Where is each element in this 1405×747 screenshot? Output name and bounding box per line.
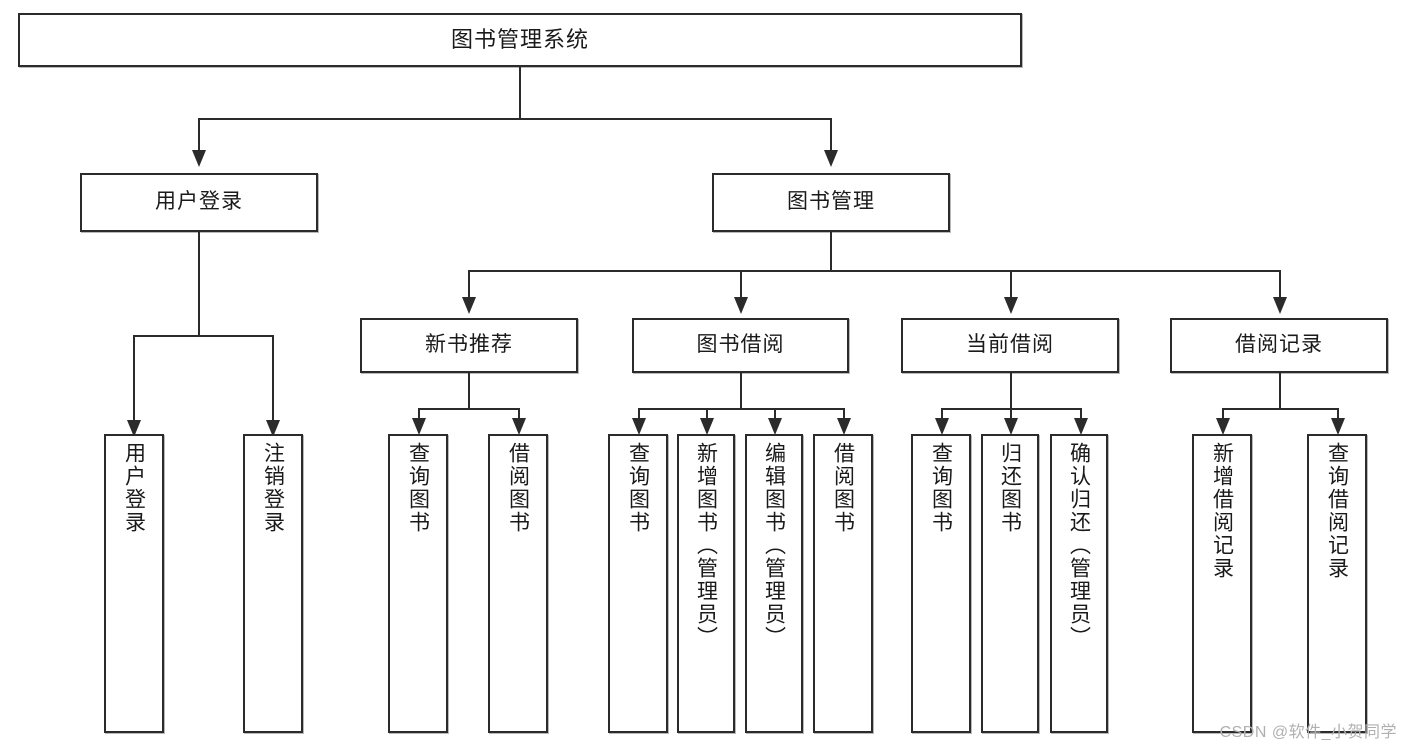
leaf-query-borrow-record[interactable]: 查询借阅记录: [1307, 434, 1367, 733]
connector-user-login-child-2: [272, 335, 274, 423]
arrow-to-leaf-query-book-a: [412, 418, 426, 435]
leaf-add-book[interactable]: 新增图书（管理员）: [677, 434, 735, 733]
connector-borrow-record-stem: [1279, 373, 1281, 409]
connector-book-manage-bus: [468, 270, 1279, 272]
connector-borrow-record-child-1: [1222, 408, 1224, 420]
connector-new-book-bus: [418, 408, 518, 410]
connector-book-manage-child-2: [740, 270, 742, 300]
node-label: 新增借阅记录: [1210, 442, 1234, 580]
connector-user-login-bus: [133, 335, 272, 337]
connector-new-book-child-1: [418, 408, 420, 420]
node-label: 查询图书: [406, 442, 430, 534]
arrow-to-leaf-borrow-book-b: [837, 418, 851, 435]
node-label: 新书推荐: [425, 333, 513, 357]
arrow-to-leaf-edit-book: [768, 418, 782, 435]
leaf-borrow-book-recommend[interactable]: 借阅图书: [488, 434, 548, 733]
connector-user-login-stem: [198, 232, 200, 336]
connector-current-borrow-child-2: [1010, 408, 1012, 420]
arrow-to-leaf-query-book-b: [632, 418, 646, 435]
connector-root-to-book-manage: [830, 118, 832, 153]
connector-book-manage-child-4: [1279, 270, 1281, 300]
node-user-login[interactable]: 用户登录: [80, 173, 318, 232]
connector-root-stem: [519, 67, 521, 119]
arrow-to-new-book-recommend: [462, 297, 476, 314]
connector-new-book-stem: [468, 373, 470, 409]
node-label: 注销登录: [261, 442, 285, 534]
connector-new-book-child-2: [518, 408, 520, 420]
arrow-to-leaf-borrow-book-a: [512, 418, 526, 435]
connector-book-borrow-child-1: [638, 408, 640, 420]
node-label: 图书管理系统: [450, 27, 589, 53]
connector-book-borrow-child-2: [706, 408, 708, 420]
arrow-to-leaf-return-book: [1004, 418, 1018, 435]
arrow-to-leaf-add-book: [700, 418, 714, 435]
leaf-query-book-recommend[interactable]: 查询图书: [388, 434, 448, 733]
csdn-watermark: CSDN @软件_小贺同学: [1219, 724, 1397, 741]
leaf-logout[interactable]: 注销登录: [243, 434, 303, 733]
leaf-query-book-current[interactable]: 查询图书: [911, 434, 971, 733]
connector-user-login-child-1: [133, 335, 135, 423]
node-label: 确认归还（管理员）: [1067, 442, 1091, 649]
node-label: 查询借阅记录: [1325, 442, 1349, 580]
node-root-system[interactable]: 图书管理系统: [18, 13, 1022, 67]
node-label: 借阅图书: [831, 442, 855, 534]
arrow-to-book-manage: [824, 150, 838, 167]
node-book-borrow[interactable]: 图书借阅: [632, 318, 849, 373]
connector-book-borrow-bus: [638, 408, 843, 410]
node-label: 用户登录: [122, 442, 146, 534]
leaf-edit-book[interactable]: 编辑图书（管理员）: [745, 434, 803, 733]
node-new-book-recommend[interactable]: 新书推荐: [360, 318, 578, 373]
arrow-to-current-borrow: [1004, 297, 1018, 314]
node-label: 归还图书: [998, 442, 1022, 534]
arrow-to-leaf-confirm-return: [1074, 418, 1088, 435]
node-label: 新增图书（管理员）: [694, 442, 718, 649]
leaf-add-borrow-record[interactable]: 新增借阅记录: [1192, 434, 1252, 733]
node-label: 借阅图书: [506, 442, 530, 534]
arrow-to-leaf-query-book-c: [935, 418, 949, 435]
arrow-to-borrow-record: [1273, 297, 1287, 314]
leaf-query-book-borrow[interactable]: 查询图书: [608, 434, 668, 733]
node-label: 借阅记录: [1235, 333, 1323, 357]
leaf-borrow-book[interactable]: 借阅图书: [813, 434, 873, 733]
connector-book-manage-child-1: [468, 270, 470, 300]
connector-book-manage-child-3: [1010, 270, 1012, 300]
node-label: 查询图书: [626, 442, 650, 534]
connector-root-to-user-login: [198, 118, 200, 153]
leaf-confirm-return[interactable]: 确认归还（管理员）: [1050, 434, 1108, 733]
node-book-manage[interactable]: 图书管理: [712, 173, 950, 232]
node-borrow-record[interactable]: 借阅记录: [1170, 318, 1388, 373]
connector-current-borrow-stem: [1010, 373, 1012, 409]
node-label: 图书管理: [787, 190, 875, 214]
node-label: 当前借阅: [966, 333, 1054, 357]
node-label: 查询图书: [929, 442, 953, 534]
connector-current-borrow-child-3: [1080, 408, 1082, 420]
connector-book-borrow-child-3: [774, 408, 776, 420]
connector-root-bus: [198, 118, 831, 120]
leaf-user-login[interactable]: 用户登录: [104, 434, 164, 733]
arrow-to-leaf-query-record: [1331, 418, 1345, 435]
arrow-to-user-login: [192, 150, 206, 167]
connector-book-borrow-stem: [740, 373, 742, 409]
node-current-borrow[interactable]: 当前借阅: [901, 318, 1119, 373]
arrow-to-leaf-logout: [266, 420, 280, 437]
arrow-to-leaf-user-login: [127, 420, 141, 437]
arrow-to-book-borrow: [734, 297, 748, 314]
connector-book-manage-stem: [830, 232, 832, 271]
arrow-to-leaf-add-record: [1216, 418, 1230, 435]
node-label: 用户登录: [155, 190, 243, 214]
connector-borrow-record-child-2: [1337, 408, 1339, 420]
leaf-return-book[interactable]: 归还图书: [981, 434, 1039, 733]
node-label: 编辑图书（管理员）: [762, 442, 786, 649]
connector-current-borrow-child-1: [941, 408, 943, 420]
connector-borrow-record-bus: [1222, 408, 1337, 410]
node-label: 图书借阅: [696, 333, 785, 357]
connector-book-borrow-child-4: [843, 408, 845, 420]
